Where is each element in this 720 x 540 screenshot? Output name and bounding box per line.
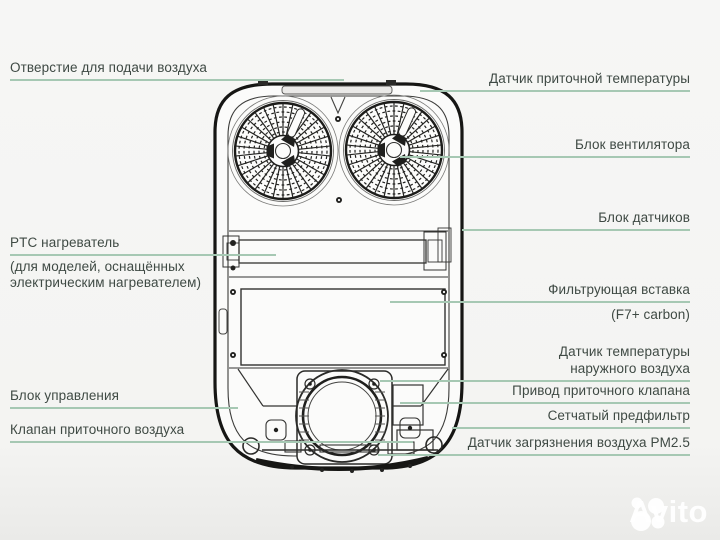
fan-unit-drawing: [227, 94, 450, 207]
label-control-unit: Блок управления: [10, 387, 238, 409]
label-outdoor-temperature-sensor: Датчик температуры наружного воздуха: [380, 343, 690, 382]
bottom-components-drawing: [230, 240, 443, 473]
label-pm25-sensor: Датчик загрязнения воздуха PM2.5: [378, 434, 690, 456]
label-supply-air-valve: Клапан приточного воздуха: [10, 421, 413, 443]
label-ptc-heater-note: (для моделей, оснащённых электрическим н…: [10, 259, 202, 290]
ptc-heater-drawing: [222, 227, 452, 278]
label-supply-valve-actuator: Привод приточного клапана: [400, 382, 690, 404]
label-air-supply-opening: Отверстие для подачи воздуха: [10, 59, 344, 81]
label-supply-temperature-sensor: Датчик приточной температуры: [420, 70, 690, 92]
air-inlet-slot: [281, 85, 393, 95]
filter-insert-drawing: [218, 288, 447, 366]
label-filter-insert: Фильтрующая вставка: [390, 281, 690, 303]
label-filter-insert-note: (F7+ carbon): [611, 307, 690, 322]
left-fan-drawing: [233, 101, 334, 202]
label-sensor-unit: Блок датчиков: [462, 209, 690, 231]
avito-logo-icon: [631, 497, 665, 531]
avito-watermark: Avito: [629, 494, 708, 531]
supply-valve-drawing: [265, 369, 434, 465]
label-mesh-prefilter: Сетчатый предфильтр: [452, 407, 690, 429]
label-ptc-heater: PTC нагреватель: [10, 234, 276, 256]
label-fan-unit: Блок вентилятора: [400, 136, 690, 158]
valve-actuator-drawing: [392, 384, 424, 426]
